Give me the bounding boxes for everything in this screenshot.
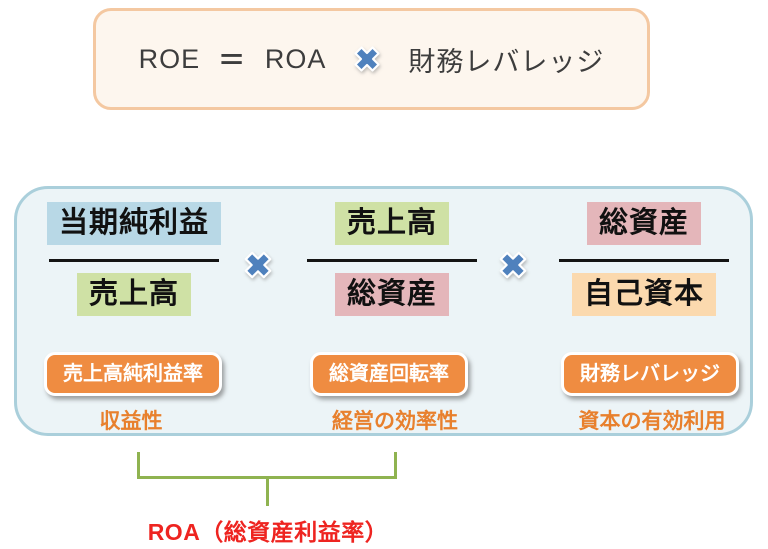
denominator-chip-sales: 売上高 (76, 272, 191, 316)
equals-sign: = (219, 43, 246, 74)
numerator-chip-sales: 売上高 (334, 202, 449, 245)
roa-bracket-label: ROA（総資産利益率） (147, 519, 389, 545)
badge-financial-leverage: 財務レバレッジ (561, 352, 739, 396)
multiply-icon (499, 251, 527, 279)
denominator-chip-total-assets: 総資産 (334, 272, 449, 316)
leverage-operand-label: 財務レバレッジ (408, 46, 605, 77)
badge-asset-turnover: 総資産回転率 (310, 352, 468, 396)
fraction-bar (559, 258, 729, 262)
denominator-chip-equity: 自己資本 (571, 272, 716, 316)
multiply-icon (244, 251, 272, 279)
fraction-financial-leverage: 総資産 自己資本 (524, 202, 764, 316)
caption-capital-utilization: 資本の有効利用 (578, 410, 726, 433)
fraction-bar (307, 258, 477, 262)
roe-label: ROE (138, 43, 201, 74)
roa-bracket (137, 452, 397, 479)
roa-bracket-stem (266, 479, 269, 506)
numerator-chip-net-income: 当期純利益 (46, 202, 221, 245)
fraction-net-profit-margin: 当期純利益 売上高 (14, 202, 254, 316)
badge-net-profit-margin: 売上高純利益率 (44, 352, 222, 396)
dupont-decomposition-box: 当期純利益 売上高 売上高 総資産 総資産 自己資本 売上高純利益率 総資産回転… (14, 186, 753, 436)
multiply-icon (354, 46, 380, 72)
fraction-asset-turnover: 売上高 総資産 (272, 202, 512, 316)
fraction-bar (49, 258, 219, 262)
caption-profitability: 収益性 (99, 410, 163, 433)
numerator-chip-total-assets: 総資産 (586, 202, 701, 245)
roe-formula-box: ROE = ROA 財務レバレッジ (93, 8, 650, 110)
caption-efficiency: 経営の効率性 (332, 410, 458, 433)
roa-operand-label: ROA (264, 43, 327, 74)
